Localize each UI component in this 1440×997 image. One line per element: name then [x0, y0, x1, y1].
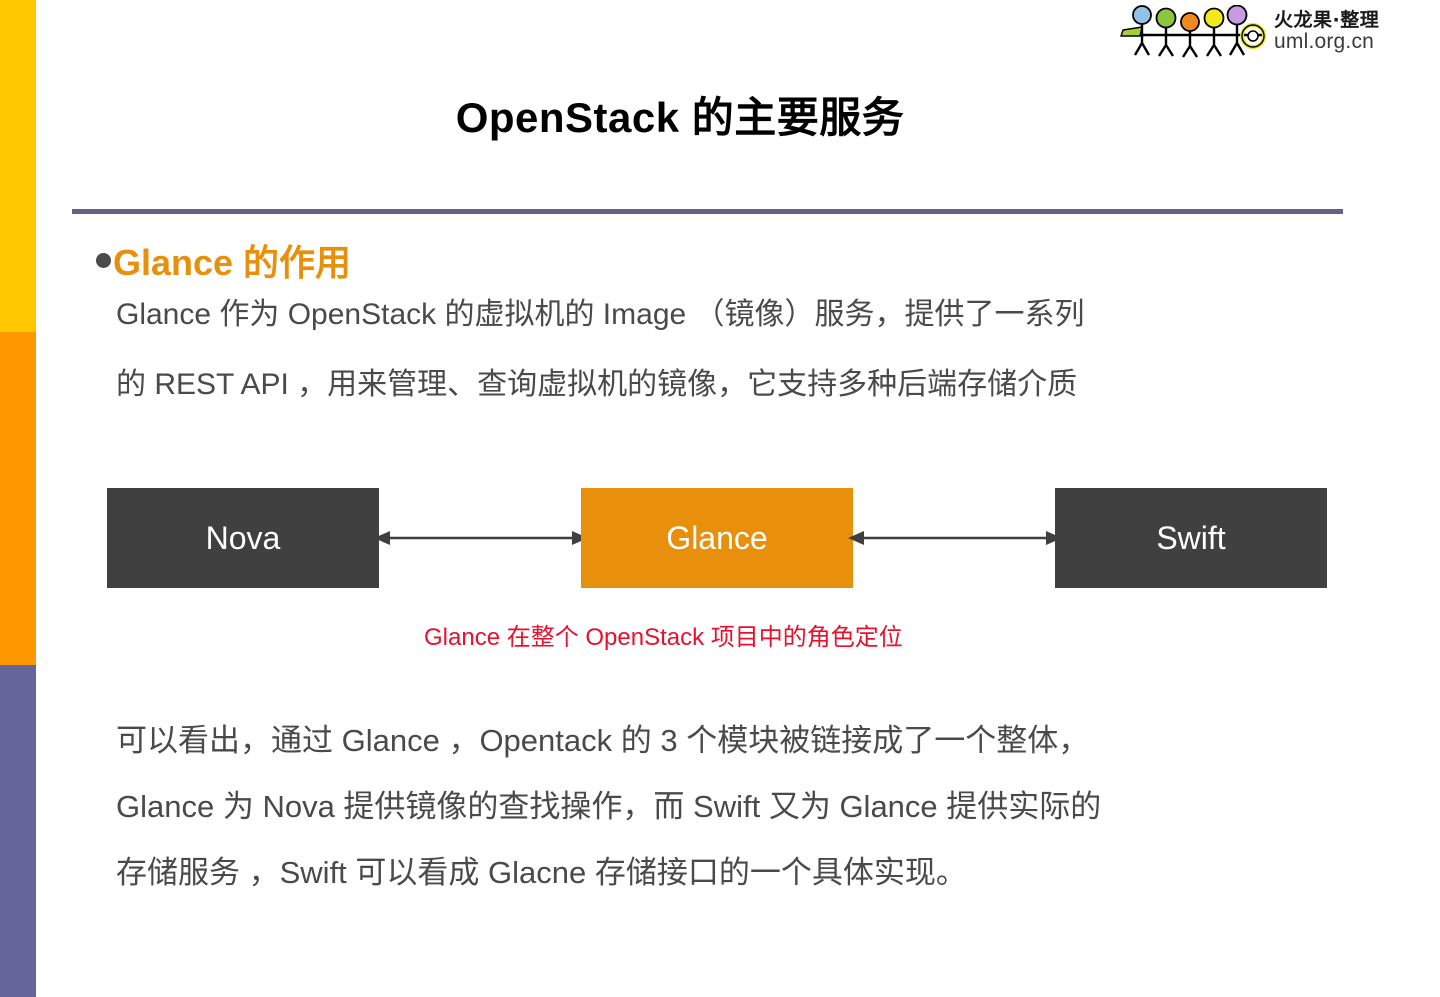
diagram-caption: Glance 在整个 OpenStack 项目中的角色定位	[424, 624, 903, 651]
logo-brand-text: 火龙果·整理	[1274, 9, 1380, 31]
diagram-node-nova: Nova	[107, 488, 379, 588]
diagram-node-glance-label: Glance	[666, 519, 768, 556]
page-title: OpenStack 的主要服务	[455, 94, 905, 141]
diagram-node-swift: Swift	[1055, 488, 1327, 588]
paragraph-top-line-1: Glance 作为 OpenStack 的虚拟机的 Image （镜像）服务，提…	[116, 298, 1085, 331]
stripe-band-yellow	[0, 0, 36, 332]
section-heading: Glance 的作用	[96, 234, 351, 286]
diagram-node-nova-label: Nova	[205, 519, 281, 556]
paragraph-bottom-line-1: 可以看出，通过 Glance ，Opentack 的 3 个模块被链接成了一个整…	[116, 723, 1090, 758]
nova-glance-arrow-icon	[372, 520, 590, 556]
logo-url-text: uml.org.cn	[1274, 29, 1375, 53]
diagram-node-swift-label: Swift	[1156, 519, 1226, 556]
architecture-diagram: Nova Glance Swift	[0, 480, 1440, 680]
stripe-band-purple	[0, 665, 36, 997]
paragraph-bottom-line-3: 存储服务 ，Swift 可以看成 Glacne 存储接口的一个具体实现。	[116, 855, 967, 890]
left-color-stripe	[0, 0, 36, 997]
section-heading-label: Glance 的作用	[113, 242, 352, 283]
paragraph-bottom-line-2: Glance 为 Nova 提供镜像的查找操作，而 Swift 又为 Glanc…	[116, 789, 1102, 824]
site-logo: 火龙果·整理 uml.org.cn	[1116, 4, 1416, 60]
stripe-band-orange	[0, 332, 36, 665]
paragraph-bottom: 可以看出，通过 Glance ，Opentack 的 3 个模块被链接成了一个整…	[116, 708, 1331, 906]
paragraph-top: Glance 作为 OpenStack 的虚拟机的 Image （镜像）服务，提…	[116, 280, 1331, 420]
stick-figures-icon	[1116, 4, 1268, 59]
glance-swift-arrow-icon	[846, 520, 1064, 556]
diagram-node-glance: Glance	[581, 488, 853, 588]
title-divider	[72, 209, 1343, 214]
paragraph-top-line-2: 的 REST API ，用来管理、查询虚拟机的镜像，它支持多种后端存储介质	[116, 368, 1078, 401]
bullet-dot-icon	[96, 252, 111, 268]
